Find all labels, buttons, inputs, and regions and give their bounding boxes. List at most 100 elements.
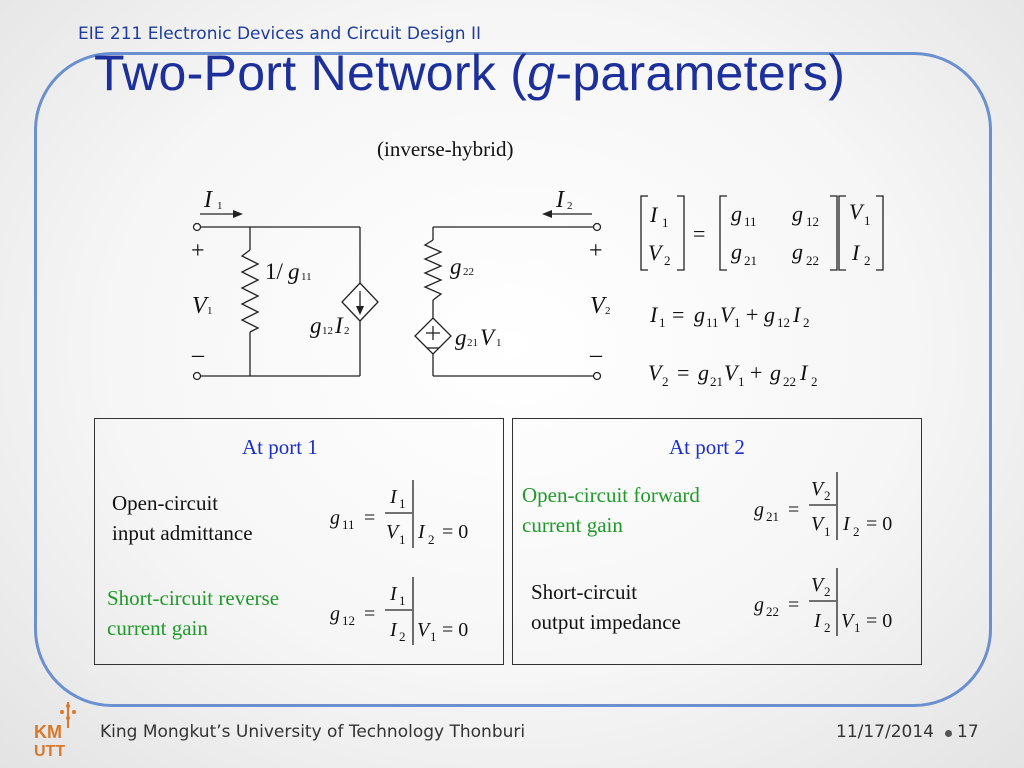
vcvs-v-label: V xyxy=(480,325,497,350)
port1-oc-label: Open-circuit input admittance xyxy=(112,488,253,548)
matrix-v2-sub: 2 xyxy=(664,253,671,268)
ccs-i-sub: 2 xyxy=(344,325,350,337)
g11-formula-g: g xyxy=(330,507,340,529)
g11-num: I xyxy=(389,486,398,508)
title-prefix: Two-Port Network ( xyxy=(94,45,528,101)
g22-formula-sub: 22 xyxy=(766,604,779,619)
g12-cond-sub: 1 xyxy=(430,629,437,644)
ccs-g-label: g xyxy=(310,313,322,338)
matrix-i2-sub: 2 xyxy=(864,253,871,268)
vcvs-sub: 21 xyxy=(467,337,478,349)
port1-top-terminal xyxy=(192,222,202,232)
svg-text:=: = xyxy=(788,499,799,521)
v1-label: V xyxy=(192,293,209,319)
eq1-i1-sub: 1 xyxy=(659,315,666,330)
port2-top-terminal xyxy=(592,222,602,232)
port2-sc-line1: Short-circuit xyxy=(531,580,638,604)
logo-text-top: KM xyxy=(34,722,62,742)
port1-bottom-terminal xyxy=(192,371,202,381)
port1-header: At port 1 xyxy=(242,435,318,459)
v2-plus: + xyxy=(589,238,603,264)
g22-den-sub: 2 xyxy=(824,620,831,635)
g11-den: V xyxy=(386,521,401,543)
eq1-g12-sub: 12 xyxy=(777,315,790,330)
matrix-i1-sub: 1 xyxy=(662,215,669,230)
g22-num-sub: 2 xyxy=(824,584,831,599)
footer-date: 11/17/2014 xyxy=(836,722,934,742)
g22-cond-sub: 1 xyxy=(854,620,861,635)
matrix-v1: V xyxy=(849,199,865,224)
footer-separator-dot xyxy=(945,730,952,737)
g22-num: V xyxy=(811,574,826,596)
eq1-i2: I xyxy=(792,302,802,327)
matrix-v1-sub: 1 xyxy=(864,213,871,228)
g12-den: I xyxy=(389,619,398,641)
svg-text:=: = xyxy=(788,594,799,616)
port2-oc-line1: Open-circuit forward xyxy=(522,483,700,507)
mg-21: g xyxy=(731,239,742,264)
port1-box xyxy=(94,418,504,665)
matrix-v2: V xyxy=(648,240,664,265)
eq1-i1: I xyxy=(649,302,659,327)
g12-formula-sub: 12 xyxy=(342,613,355,628)
eq1-v1: V xyxy=(720,302,736,327)
i2-sub: 2 xyxy=(567,200,573,212)
port2-sc-line2: output impedance xyxy=(531,610,681,634)
eq2-i2-sub: 2 xyxy=(811,374,818,389)
g22-label: g xyxy=(450,254,462,279)
g21-num-sub: 2 xyxy=(824,488,831,503)
page-title: Two-Port Network (g-parameters) xyxy=(94,44,845,102)
g21-cond-val: = 0 xyxy=(866,513,892,535)
eq1-v1-sub: 1 xyxy=(734,315,741,330)
eq2-plus: + xyxy=(750,360,762,385)
g12-cond: V xyxy=(417,619,432,641)
title-g: g xyxy=(527,45,556,101)
g11-cond-sub: 2 xyxy=(428,532,435,547)
footer-university: King Mongkut’s University of Technology … xyxy=(100,722,526,742)
eq2-v1-sub: 1 xyxy=(738,374,745,389)
mg-22: g xyxy=(792,239,803,264)
subtitle: (inverse-hybrid) xyxy=(377,137,514,161)
port2-header: At port 2 xyxy=(669,435,745,459)
port2-oc-line2: current gain xyxy=(522,513,623,537)
eq2-g21-sub: 21 xyxy=(710,374,723,389)
mg-11-sub: 11 xyxy=(744,214,757,229)
g22-cond: V xyxy=(841,610,856,632)
mg-21-sub: 21 xyxy=(744,253,757,268)
g12-num-sub: 1 xyxy=(399,593,406,608)
matrix-i1: I xyxy=(649,202,659,227)
port1-sc-label: Short-circuit reverse current gain xyxy=(107,583,279,643)
g22-sub: 22 xyxy=(463,266,474,278)
g11-cond-val: = 0 xyxy=(442,521,468,543)
port1-oc-line2: input admittance xyxy=(112,521,253,545)
v1-sub: 1 xyxy=(207,305,213,317)
eq1-plus: + xyxy=(746,302,758,327)
page-number: 17 xyxy=(957,722,979,742)
g11-label: g xyxy=(288,259,300,284)
g11-den-sub: 1 xyxy=(399,532,406,547)
port2-oc-label: Open-circuit forward current gain xyxy=(522,480,700,540)
g21-cond: I xyxy=(842,513,851,535)
vcvs-v-sub: 1 xyxy=(496,337,502,349)
g22-den: I xyxy=(813,610,822,632)
course-title: EIE 211 Electronic Devices and Circuit D… xyxy=(78,24,481,44)
title-suffix: -parameters) xyxy=(555,45,846,101)
eq2-v2-sub: 2 xyxy=(662,374,669,389)
mg-12: g xyxy=(792,201,803,226)
eq1-eq: = xyxy=(672,302,684,327)
matrix-i2: I xyxy=(851,240,861,265)
vcvs-g-label: g xyxy=(455,325,467,350)
eq2-v2: V xyxy=(648,360,664,385)
eq2-v1: V xyxy=(724,360,740,385)
logo-text-bottom: UTT xyxy=(34,743,65,760)
g11-prefix: 1/ xyxy=(265,259,284,284)
port2-box xyxy=(512,418,922,665)
g21-cond-sub: 2 xyxy=(853,524,860,539)
g12-den-sub: 2 xyxy=(399,629,406,644)
g22-formula-g: g xyxy=(754,594,764,616)
g11-formula-sub: 11 xyxy=(342,517,355,532)
i1-sub: 1 xyxy=(217,200,223,212)
eq2-g21: g xyxy=(698,360,709,385)
i2-label: I xyxy=(555,187,565,213)
v1-minus: – xyxy=(191,342,205,368)
